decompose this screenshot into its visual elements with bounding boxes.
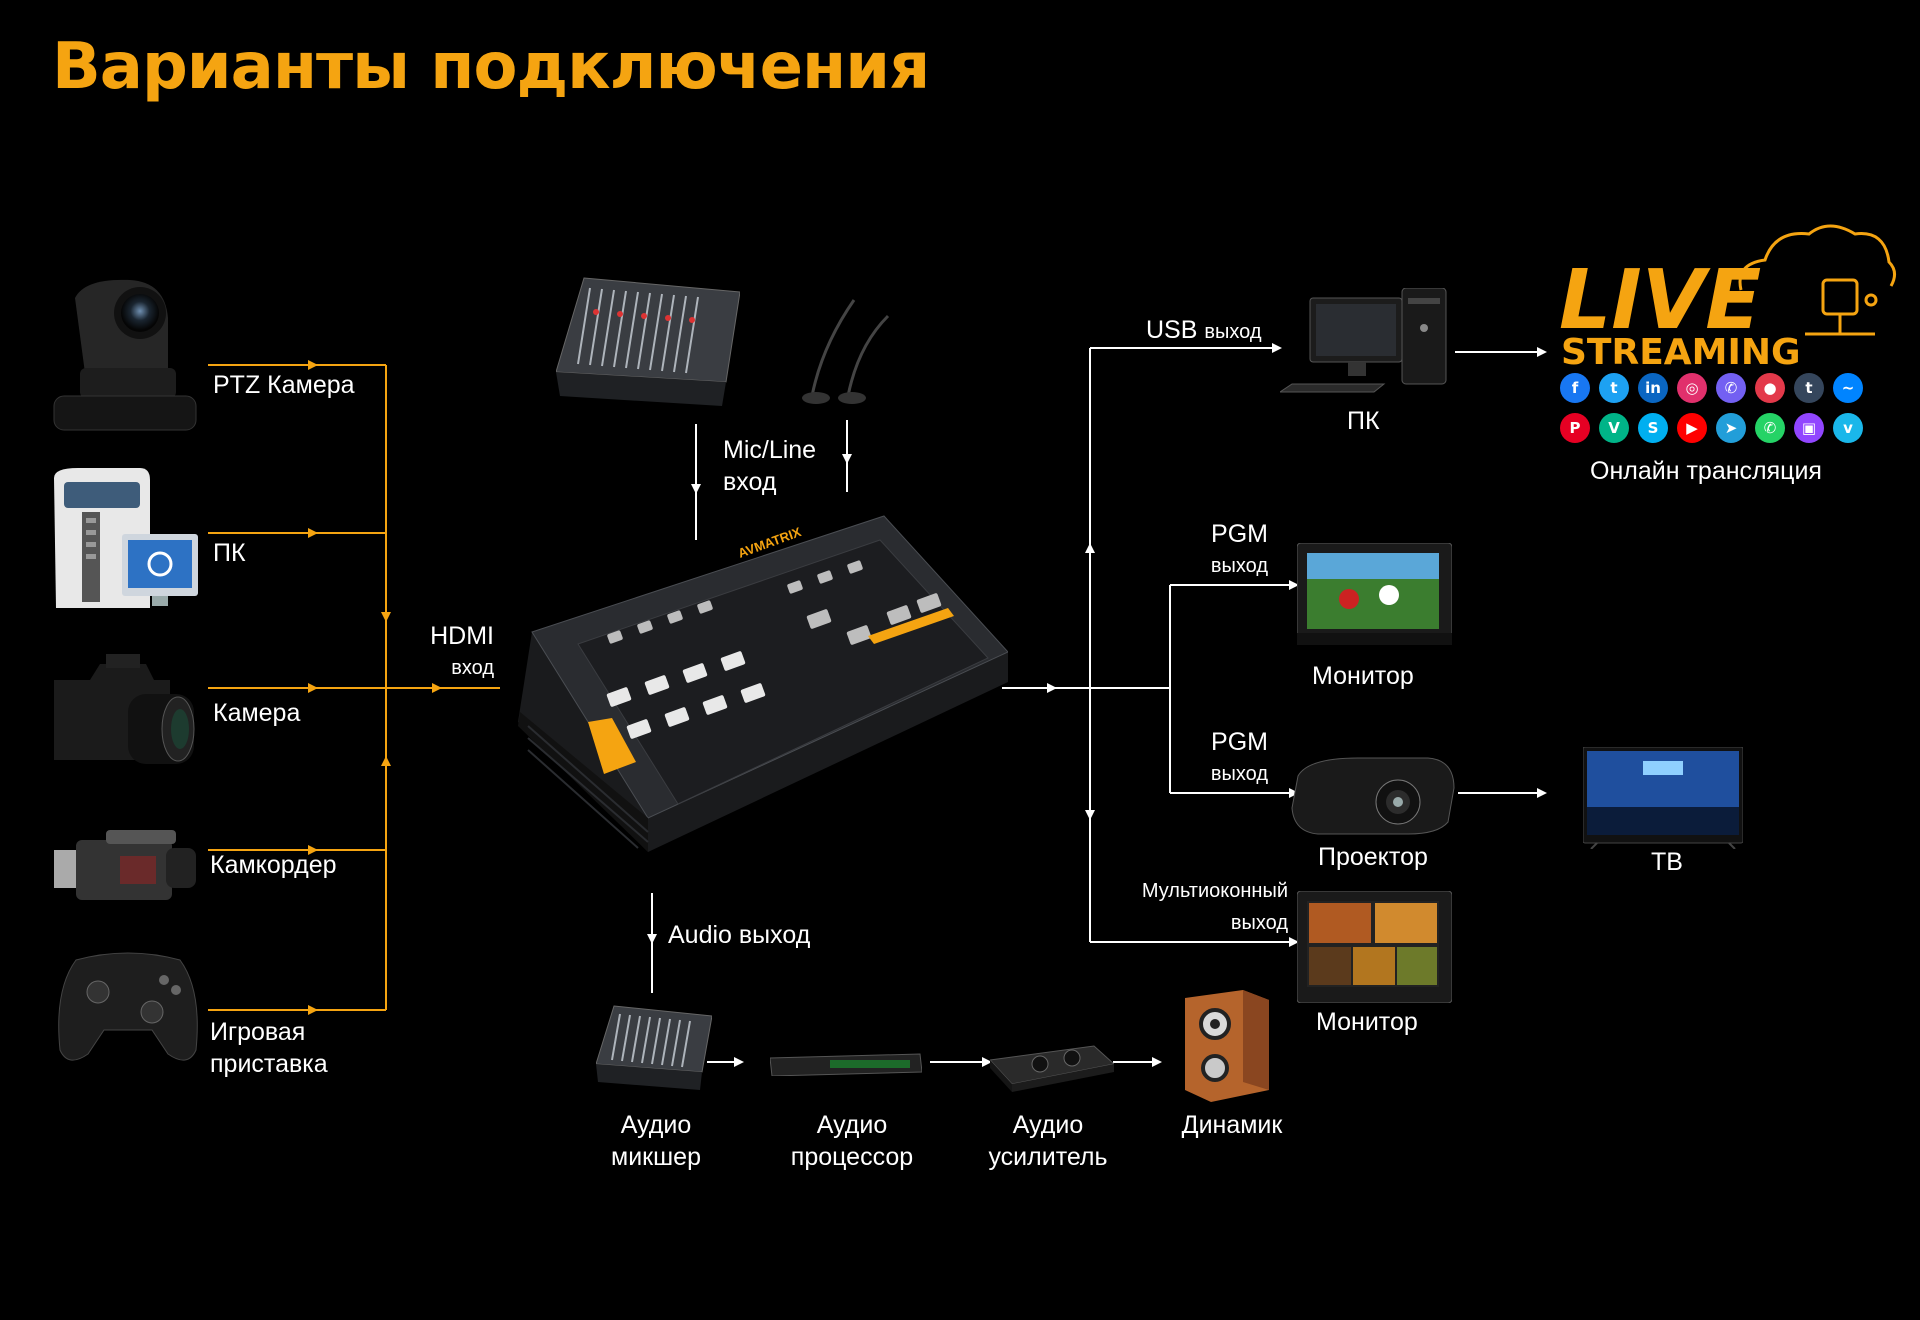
viber-icon: ✆ bbox=[1716, 373, 1746, 403]
facebook-icon: f bbox=[1560, 373, 1590, 403]
mixer-console-image bbox=[556, 277, 740, 406]
camcorder-image bbox=[54, 830, 196, 900]
audio-processor-label-line1: Аудио bbox=[816, 1111, 888, 1139]
social-icons-grid: f t in ◎ ✆ ● t ~ P V S ▶ ➤ ✆ ▣ v bbox=[1560, 373, 1863, 443]
vine-icon: V bbox=[1599, 413, 1629, 443]
streaming-logo-text: STREAMING bbox=[1561, 332, 1801, 368]
output-pc-label: ПК bbox=[1347, 407, 1380, 435]
pc-tower-image bbox=[54, 468, 198, 608]
whatsapp-icon: ✆ bbox=[1755, 413, 1785, 443]
mic-line-in-label: Mic/Line вход bbox=[723, 434, 816, 498]
multiview-out-line2: выход bbox=[1230, 912, 1288, 934]
mic-line-in-label-line1: Mic/Line bbox=[723, 436, 817, 464]
pgm-out-2-label: PGM выход bbox=[1150, 726, 1268, 790]
game-console-label-line2: приставка bbox=[210, 1050, 328, 1078]
projector-image bbox=[1291, 757, 1455, 835]
skype-icon: S bbox=[1638, 413, 1668, 443]
audio-processor-label: Аудио процессор bbox=[772, 1109, 932, 1173]
pgm-out-1-line1: PGM bbox=[1211, 520, 1268, 548]
telegram-icon: ➤ bbox=[1716, 413, 1746, 443]
pinterest-icon: P bbox=[1560, 413, 1590, 443]
usb-out-label-suffix: выход bbox=[1204, 321, 1262, 343]
audio-out-label: Audio выход bbox=[668, 921, 811, 949]
audio-processor-label-line2: процессор bbox=[790, 1143, 914, 1171]
online-stream-caption: Онлайн трансляция bbox=[1590, 457, 1822, 485]
audio-mixer-label-line2: микшер bbox=[611, 1143, 701, 1171]
microphones-image bbox=[802, 299, 890, 404]
pgm-out-1-label: PGM выход bbox=[1150, 518, 1268, 582]
tv-image bbox=[1583, 747, 1743, 849]
audio-amplifier-label: Аудио усилитель bbox=[968, 1109, 1128, 1173]
audio-mixer-label: Аудио микшер bbox=[596, 1109, 716, 1173]
mic-line-in-label-line2: вход bbox=[723, 468, 777, 496]
input-wires bbox=[208, 360, 500, 1015]
pgm-out-2-line1: PGM bbox=[1211, 728, 1268, 756]
audio-mixer-image bbox=[596, 1005, 712, 1090]
hdmi-in-label-line2: вход bbox=[451, 657, 494, 679]
tv-label: ТВ bbox=[1651, 848, 1683, 876]
page-title: Варианты подключения bbox=[52, 30, 930, 104]
youtube-icon: ▶ bbox=[1677, 413, 1707, 443]
audio-amplifier-image bbox=[990, 1045, 1114, 1092]
audio-amplifier-label-line1: Аудио bbox=[1012, 1111, 1084, 1139]
hdmi-in-label-line1: HDMI bbox=[430, 622, 494, 650]
speaker-label: Динамик bbox=[1181, 1111, 1283, 1139]
projector-label: Проектор bbox=[1318, 843, 1428, 871]
live-logo-text: LIVE bbox=[1559, 253, 1761, 348]
pc-input-label: ПК bbox=[213, 539, 246, 567]
vimeo-icon: v bbox=[1833, 413, 1863, 443]
usb-out-label-main: USB bbox=[1146, 316, 1198, 344]
audio-processor-image bbox=[770, 1053, 922, 1076]
tumblr-icon: t bbox=[1794, 373, 1824, 403]
desktop-pc-image bbox=[1280, 288, 1447, 393]
ptz-camera-label: PTZ Камера bbox=[213, 371, 355, 399]
ptz-camera-image bbox=[53, 279, 197, 431]
pgm-out-2-line2: выход bbox=[1210, 763, 1268, 785]
usb-out-label: USB выход bbox=[1146, 314, 1262, 348]
monitor-1-label: Монитор bbox=[1312, 662, 1414, 690]
twitch-icon: ▣ bbox=[1794, 413, 1824, 443]
game-console-label: Игровая приставка bbox=[210, 1016, 328, 1080]
multiview-out-line1: Мультиоконный bbox=[1141, 880, 1288, 902]
twitter-icon: t bbox=[1599, 373, 1629, 403]
messenger-icon: ~ bbox=[1833, 373, 1863, 403]
monitor-2-image bbox=[1297, 891, 1452, 1003]
periscope-icon: ● bbox=[1755, 373, 1785, 403]
monitor-2-label: Монитор bbox=[1316, 1008, 1418, 1036]
multiview-out-label: Мультиоконный выход bbox=[1094, 875, 1288, 939]
hdmi-in-label: HDMI вход bbox=[410, 620, 494, 684]
gamepad-image bbox=[58, 952, 198, 1061]
dslr-camera-image bbox=[54, 654, 195, 764]
camcorder-label: Камкордер bbox=[210, 851, 337, 879]
monitor-1-image bbox=[1297, 543, 1452, 645]
audio-amplifier-label-line2: усилитель bbox=[988, 1143, 1108, 1171]
pgm-out-1-line2: выход bbox=[1210, 555, 1268, 577]
camera-label: Камера bbox=[213, 699, 301, 727]
output-wires bbox=[647, 343, 1547, 1067]
game-console-label-line1: Игровая bbox=[210, 1018, 306, 1046]
instagram-icon: ◎ bbox=[1677, 373, 1707, 403]
live-streaming-logo: LIVE STREAMING bbox=[1559, 224, 1896, 368]
speaker-image bbox=[1185, 990, 1269, 1102]
video-switcher-image: AVMATRIX bbox=[518, 515, 1008, 852]
audio-mixer-label-line1: Аудио bbox=[620, 1111, 692, 1139]
linkedin-icon: in bbox=[1638, 373, 1668, 403]
